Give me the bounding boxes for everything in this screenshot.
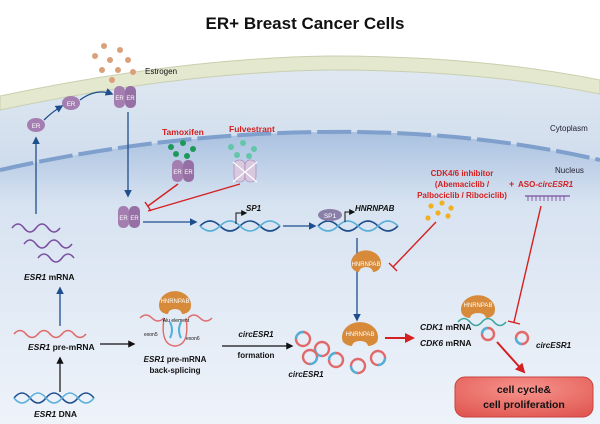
svg-text:HNRNPAB: HNRNPAB (464, 303, 493, 309)
svg-text:HNRNPAB: HNRNPAB (161, 299, 190, 305)
sp1-gene-label: SP1 (246, 204, 262, 213)
outcome-box: cell cycle& cell proliferation (454, 376, 594, 418)
aso-target: circESR1 (538, 180, 574, 189)
fulvestrant-label: Fulvestrant (229, 124, 275, 134)
sp1-protein: SP1 (318, 209, 342, 221)
tamoxifen-label: Tamoxifen (162, 127, 204, 137)
alu-element-label: Alu element (163, 318, 190, 324)
esr1-dna-label: ESR1 DNA (34, 409, 77, 419)
hnrnpab-promoter-arrow (344, 209, 356, 222)
hnrnpab-protein-right: HNRNPAB (461, 295, 495, 318)
circ-formation-line2: formation (238, 351, 275, 360)
cdk-inhibitor-particles (425, 200, 454, 221)
svg-text:HNRNPAB: HNRNPAB (352, 262, 381, 268)
er-monomer-top: ER (62, 96, 80, 110)
backsplice-label-line2: back-splicing (149, 366, 200, 375)
cdk-inhibition-line (388, 221, 437, 272)
arrow-er-to-dimer (79, 88, 114, 101)
svg-text:ER: ER (130, 216, 139, 222)
esr1-premrna-wave (13, 329, 87, 339)
hnrnpab-dna (317, 220, 399, 232)
er-tamoxifen-complex: ER ER (172, 160, 194, 182)
cdk-inhibitor-drugs-line1: (Abemaciclib / (435, 180, 490, 189)
svg-text:ER: ER (126, 96, 135, 102)
esr1-mrna-label: ESR1 mRNA (24, 272, 75, 282)
hnrnpab-protein-mid: HNRNPAB (351, 250, 381, 272)
backsplice-label-line1: ESR1 pre-mRNA (144, 355, 207, 364)
esr1-premrna-label: ESR1 pre-mRNA (28, 342, 95, 352)
drug-inhibition-lines (144, 183, 241, 212)
hnrnpab-protein-backsplice: HNRNPAB (159, 291, 191, 314)
cdk-mrna-wave (457, 317, 507, 327)
exon5-label: exon5 (144, 332, 158, 338)
esr1-mrna-waves (11, 223, 75, 263)
aso-plus: + (509, 179, 514, 189)
cytoplasm-label: Cytoplasm (550, 124, 588, 133)
cdk6-mrna-label: CDK6 mRNA (420, 338, 472, 348)
circesr1-label-right: circESR1 (536, 341, 572, 350)
tamoxifen-particles (168, 140, 196, 159)
svg-text:ASO-circESR1: ASO-circESR1 (518, 180, 574, 189)
svg-text:ER: ER (115, 96, 124, 102)
cell-membrane (0, 55, 600, 111)
circ-formation-line1: circESR1 (238, 330, 274, 339)
svg-text:ER: ER (173, 170, 182, 176)
circesr1-label-left: circESR1 (288, 370, 324, 379)
hnrnpab-circ-complex: HNRNPAB (327, 322, 387, 375)
circesr1-bound-right (480, 326, 530, 346)
svg-text:SP1: SP1 (324, 213, 337, 220)
esr1-dna (13, 392, 95, 404)
arrow-er-translocate (43, 105, 64, 121)
hnrnpab-gene-label: HNRNPAB (355, 204, 395, 213)
premrna-loop (139, 314, 213, 347)
svg-text:ER: ER (184, 170, 193, 176)
aso-prefix: ASO- (518, 180, 538, 189)
fulvestrant-particles (228, 140, 257, 159)
svg-text:ER: ER (32, 124, 41, 130)
sp1-dna (199, 220, 281, 232)
exon6-label: exon6 (186, 336, 200, 342)
nucleus-label: Nucleus (555, 166, 584, 175)
svg-text:ER: ER (67, 102, 76, 108)
outcome-line2: cell proliferation (483, 399, 565, 411)
aso-inhibition-line (507, 205, 542, 325)
arrow-to-outcome (496, 341, 526, 374)
outcome-line1: cell cycle& (497, 384, 552, 396)
cdk-inhibitor-drugs-line2: Palbociclib / Ribociclib) (417, 191, 507, 200)
aso-oligo (525, 195, 570, 201)
cdk-inhibitor-title: CDK4/6 inhibitor (431, 169, 494, 178)
cytoplasm-region (0, 70, 600, 170)
er-monomer-left: ER (27, 118, 45, 132)
cdk1-mrna-label: CDK1 mRNA (420, 322, 472, 332)
er-fulvestrant-degraded (232, 159, 258, 183)
estrogen-label: Estrogen (145, 67, 177, 76)
nuclear-envelope (0, 129, 600, 172)
er-dimer-nucleus: ER ER (118, 206, 140, 228)
svg-text:HNRNPAB: HNRNPAB (346, 332, 375, 338)
circesr1-rings-left (294, 330, 331, 366)
estrogen-particles (92, 43, 136, 83)
er-dimer-membrane: ER ER (114, 86, 136, 108)
svg-text:ER: ER (119, 216, 128, 222)
sp1-promoter-arrow (235, 210, 248, 224)
diagram-title: ER+ Breast Cancer Cells (206, 14, 405, 33)
